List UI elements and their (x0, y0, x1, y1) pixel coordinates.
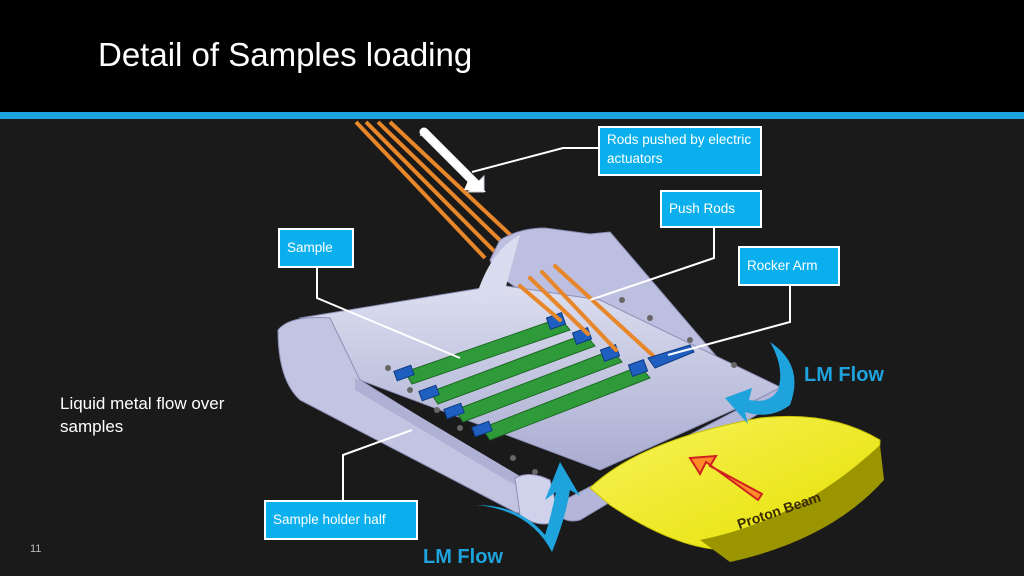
header-divider (0, 112, 1024, 119)
samples (404, 317, 651, 441)
actuator-rods (354, 120, 522, 260)
callout-leaders (316, 147, 791, 502)
callout-rocker-arm: Rocker Arm (738, 246, 840, 286)
slide-number: 11 (30, 543, 42, 555)
callout-sample: Sample (278, 228, 354, 268)
lm-flow-arrow-right (725, 342, 795, 424)
callout-sample-holder-half: Sample holder half (264, 500, 418, 540)
header-bar (0, 0, 1024, 112)
slide-title: Detail of Samples loading (98, 36, 473, 73)
callout-rods-pushed: Rods pushed by electric actuators (598, 126, 762, 176)
side-description: Liquid metal flow over samples (60, 394, 225, 436)
proton-beam-arrow (688, 454, 764, 502)
callout-push-rods: Push Rods (660, 190, 762, 228)
lm-flow-label-right: LM Flow (804, 364, 884, 386)
lm-flow-label-bottom: LM Flow (423, 546, 503, 568)
push-rods (518, 264, 662, 364)
lm-flow-arrow-bottom (476, 462, 580, 552)
